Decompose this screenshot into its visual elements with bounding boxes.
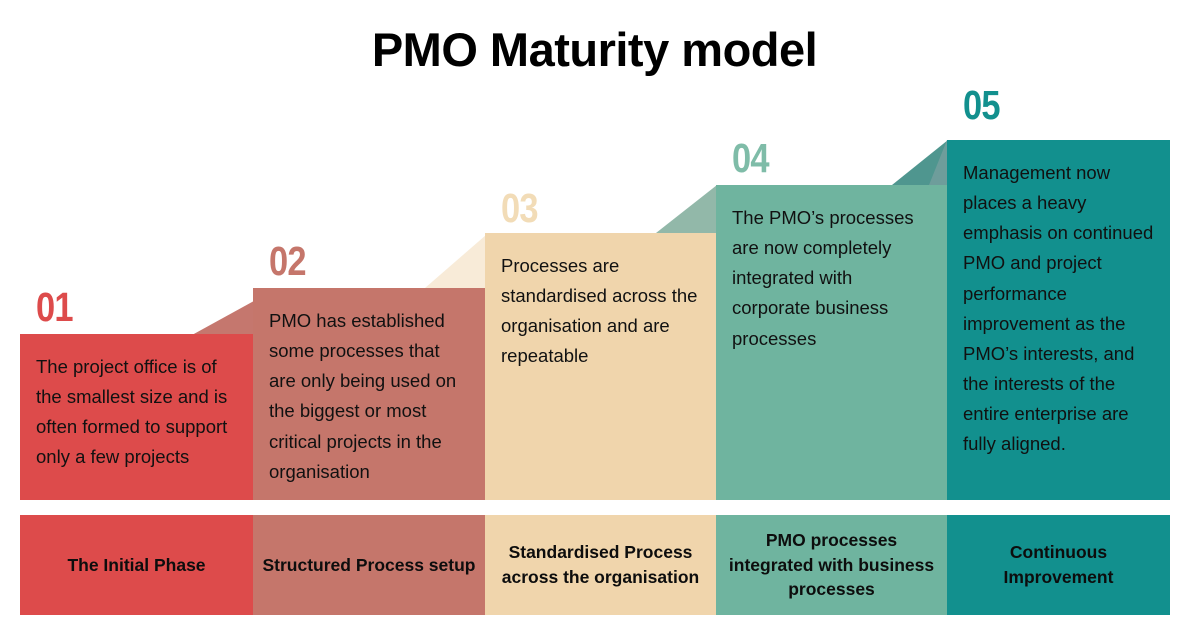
page-title: PMO Maturity model bbox=[371, 23, 818, 76]
step-04-text: The PMO’s processes are now completely i… bbox=[732, 207, 914, 349]
step-03-text: Processes are standardised across the or… bbox=[501, 255, 698, 367]
step-02-body: PMO has established some processes that … bbox=[253, 288, 485, 500]
step-05-number: 05 bbox=[963, 82, 1000, 128]
step-01-number: 01 bbox=[36, 284, 73, 330]
step-01-text: The project office is of the smallest si… bbox=[36, 356, 228, 468]
stage-label-4: PMO processes integrated with business p… bbox=[716, 515, 947, 615]
step-01-body: The project office is of the smallest si… bbox=[20, 334, 253, 500]
step-05: 05 Management now places a heavy emphasi… bbox=[929, 0, 1170, 629]
step-04-number: 04 bbox=[732, 135, 769, 181]
stage-label-1: The Initial Phase bbox=[20, 515, 253, 615]
step-02-text: PMO has established some processes that … bbox=[269, 310, 457, 482]
stage-label-strip: The Initial Phase Structured Process set… bbox=[20, 515, 1170, 615]
step-04: 04 The PMO’s processes are now completel… bbox=[716, 0, 948, 629]
step-02: 02 PMO has established some processes th… bbox=[253, 0, 486, 629]
stage-label-3: Standardised Process across the organisa… bbox=[485, 515, 716, 615]
step-03-body: Processes are standardised across the or… bbox=[485, 233, 716, 500]
step-02-number: 02 bbox=[269, 238, 306, 284]
step-03-number: 03 bbox=[501, 185, 538, 231]
step-05-riser bbox=[929, 140, 947, 185]
step-03-riser bbox=[656, 185, 717, 233]
step-05-text: Management now places a heavy emphasis o… bbox=[963, 162, 1154, 455]
step-01: 01 The project office is of the smallest… bbox=[20, 0, 274, 629]
step-03: 03 Processes are standardised across the… bbox=[485, 0, 717, 629]
step-05-body: Management now places a heavy emphasis o… bbox=[947, 140, 1170, 500]
stage-label-5: Continuous Improvement bbox=[947, 515, 1170, 615]
step-04-body: The PMO’s processes are now completely i… bbox=[716, 185, 947, 500]
stage-label-2: Structured Process setup bbox=[253, 515, 485, 615]
step-02-riser bbox=[425, 235, 486, 288]
